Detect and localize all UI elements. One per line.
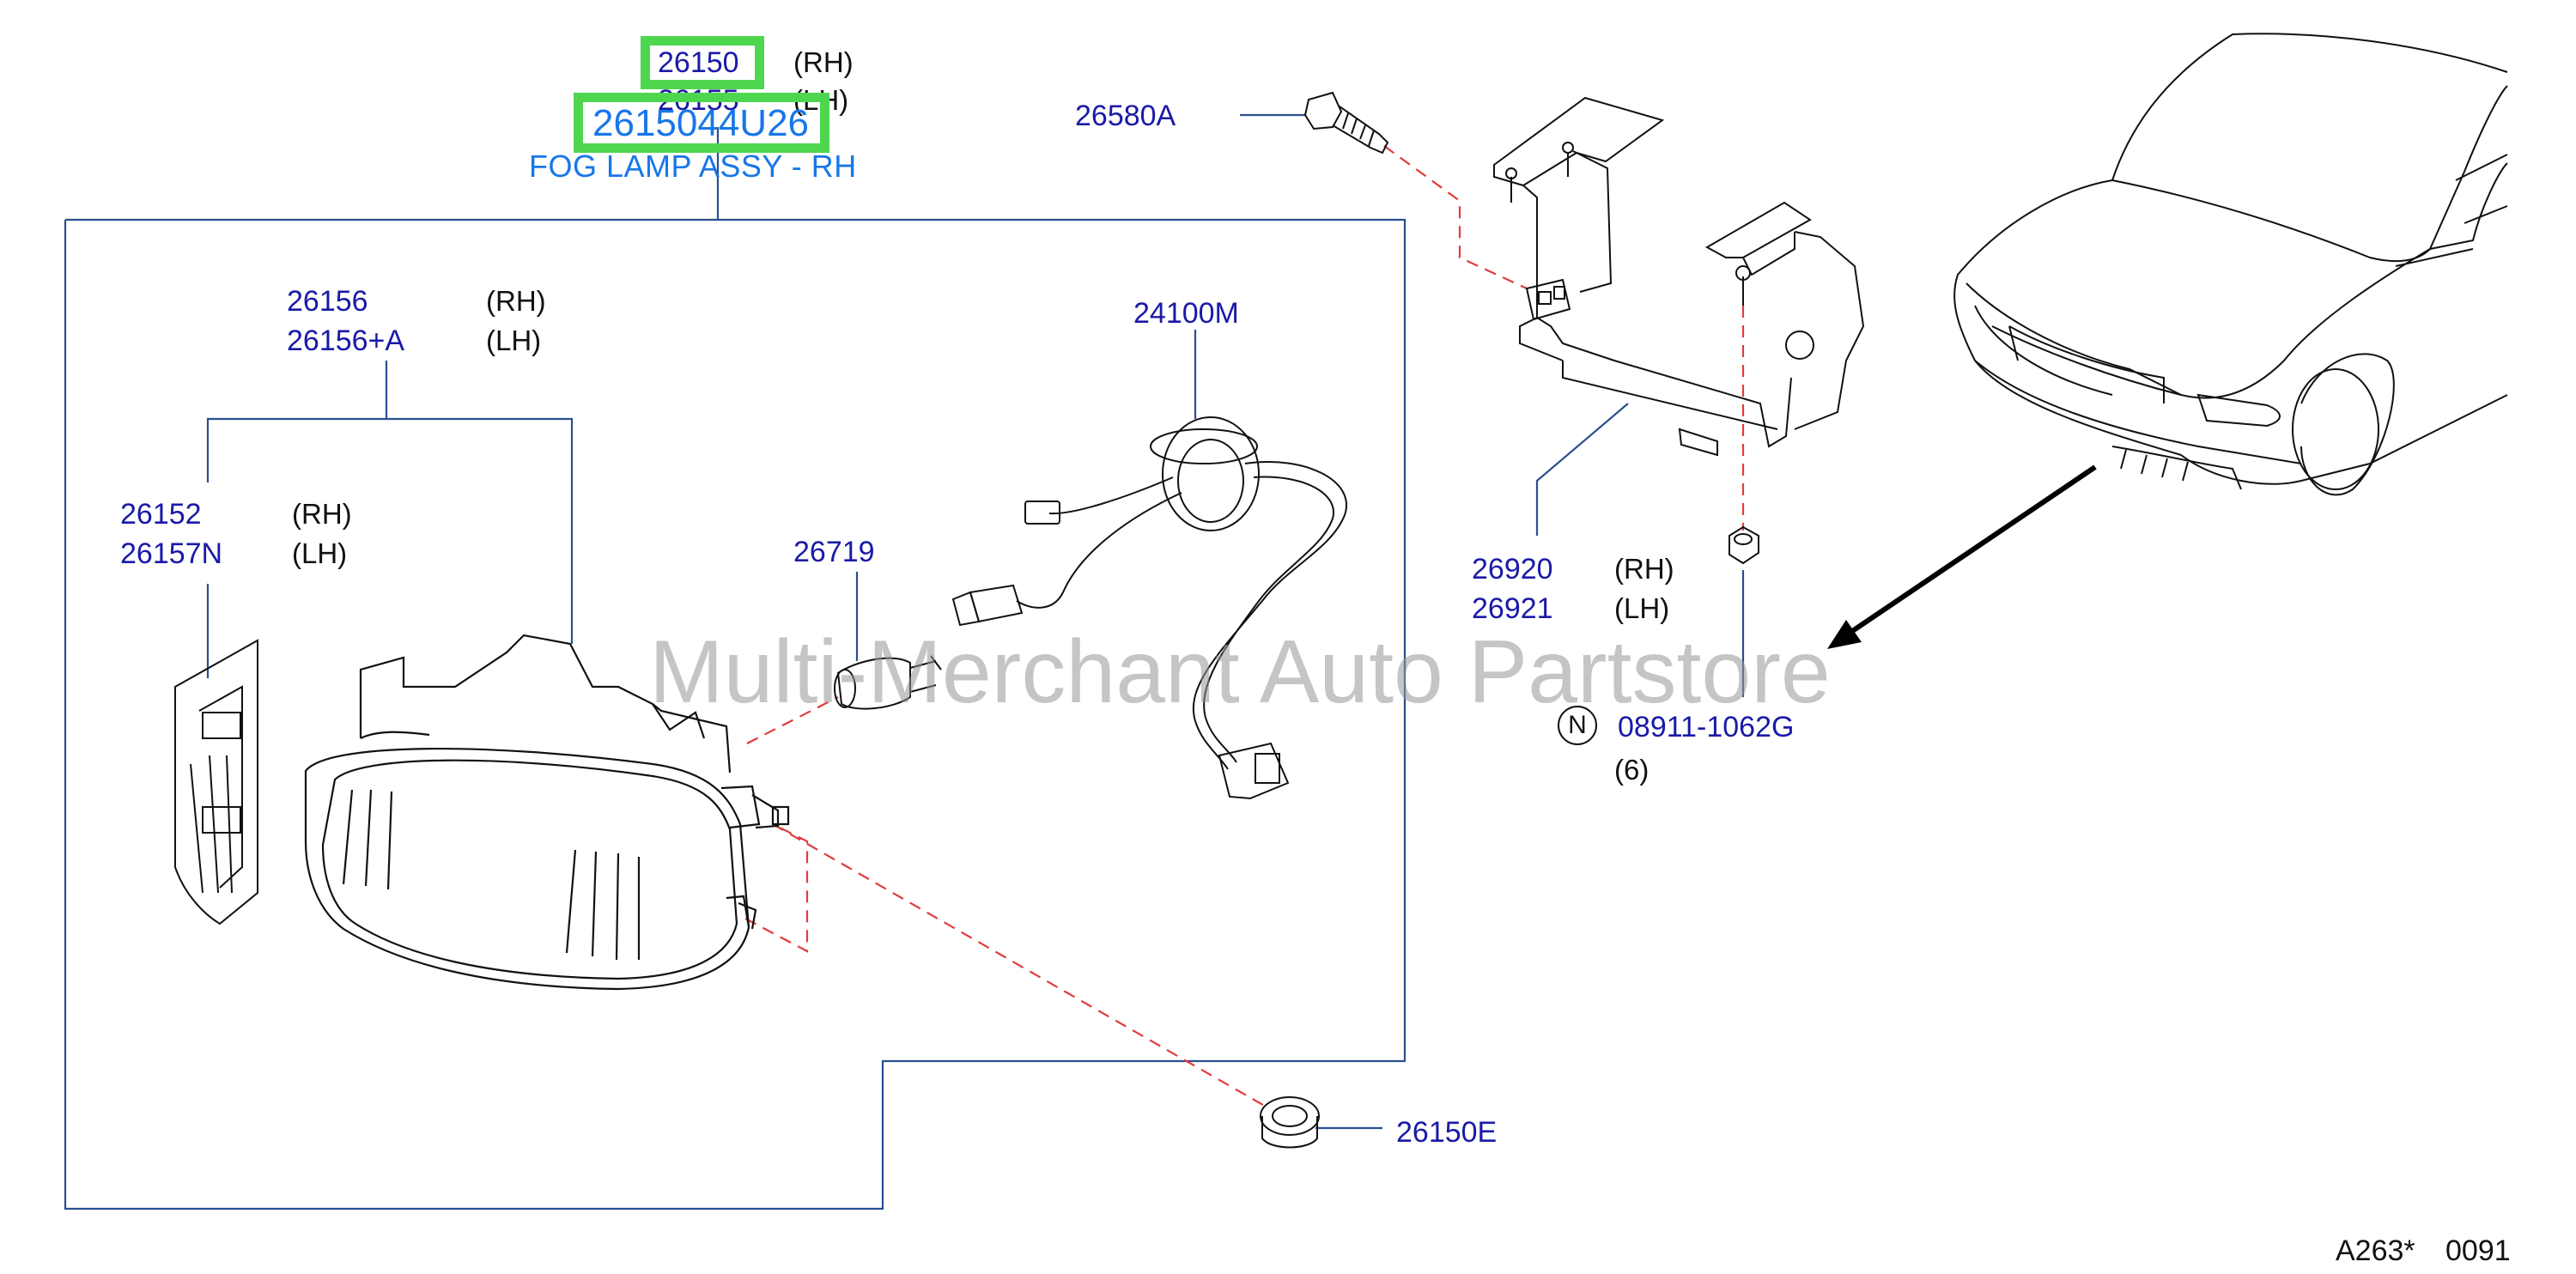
n-marker-icon: N [1558, 706, 1597, 745]
page-number: 0091 [2445, 1235, 2511, 1267]
side-lh: (LH) [486, 325, 542, 356]
mounting-bracket-icon [1493, 96, 1865, 457]
side-rh: (RH) [793, 46, 854, 78]
part-number-26150[interactable]: 26150 [658, 46, 739, 79]
part-number-26719[interactable]: 26719 [793, 536, 875, 568]
pointer-arrow [1827, 464, 2097, 649]
lens-cover-icon [174, 639, 258, 925]
part-number-26156[interactable]: 26156 [287, 285, 368, 318]
diagram-code: A263* [2336, 1235, 2415, 1267]
part-number-26921[interactable]: 26921 [1472, 592, 1553, 625]
part-number-26156a[interactable]: 26156+A [287, 325, 405, 357]
selected-part-title: FOG LAMP ASSY - RH [529, 149, 857, 184]
side-rh: (RH) [486, 285, 546, 317]
part-number-26920[interactable]: 26920 [1472, 553, 1553, 585]
watermark: Multi-Merchant Auto Partstore [649, 622, 1831, 722]
side-lh: (LH) [1614, 592, 1670, 624]
part-number-26150e[interactable]: 26150E [1396, 1116, 1498, 1149]
side-rh: (RH) [292, 498, 352, 530]
part-number-08911-1062g[interactable]: 08911-1062G [1618, 711, 1795, 743]
wire-harness-icon [951, 416, 1347, 800]
part-number-26580a[interactable]: 26580A [1075, 100, 1176, 132]
selected-part-number-highlight [574, 93, 829, 153]
alignment-lines [744, 145, 1745, 1108]
side-lh: (LH) [292, 537, 348, 569]
part-number-24100m[interactable]: 24100M [1133, 297, 1239, 330]
part-number-26157n[interactable]: 26157N [120, 537, 223, 570]
nut-quantity: (6) [1614, 754, 1649, 786]
grommet-icon [1260, 1096, 1320, 1149]
fog-lamp-icon [304, 634, 790, 991]
selected-part-number[interactable]: 2615044U26 [592, 102, 810, 144]
car-front-icon [1953, 33, 2508, 496]
selected-part-highlight [641, 36, 764, 89]
nut-icon [1728, 525, 1759, 565]
group-outline [64, 113, 1745, 1210]
part-number-26152[interactable]: 26152 [120, 498, 202, 531]
bulb-icon [834, 655, 942, 710]
bolt-icon [1303, 91, 1389, 155]
side-rh: (RH) [1614, 553, 1674, 585]
